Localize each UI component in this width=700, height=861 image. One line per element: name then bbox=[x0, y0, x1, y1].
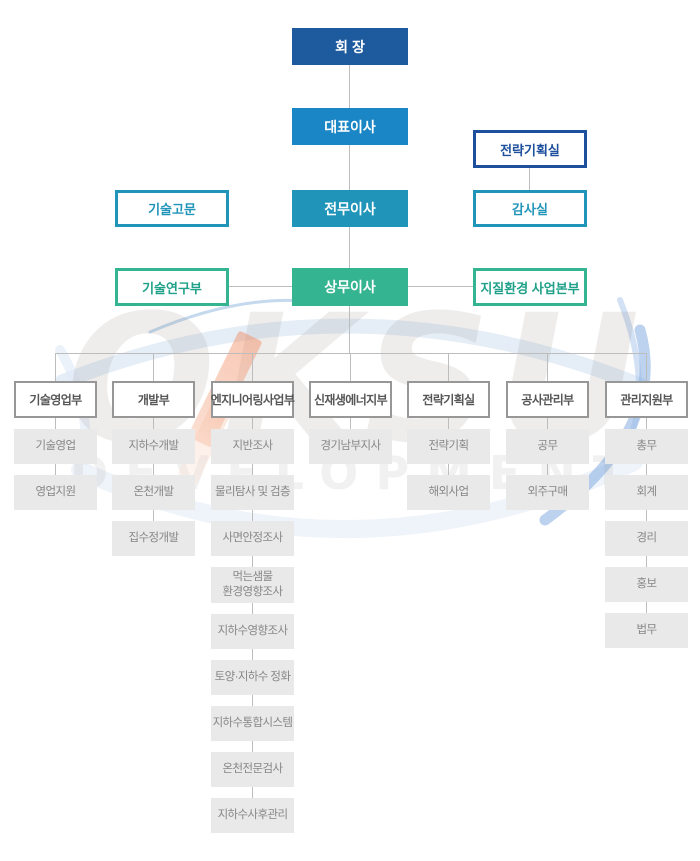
unit-box: 먹는샘물 환경영향조사 bbox=[211, 567, 294, 603]
dept-header: 기술영업부 bbox=[14, 381, 97, 418]
unit-box: 지하수영향조사 bbox=[211, 613, 294, 649]
connector-unit bbox=[448, 464, 449, 475]
node-strategic-planning-office: 전략기획실 bbox=[473, 130, 587, 168]
connector-drop bbox=[547, 353, 548, 381]
connector-ceo-exec bbox=[349, 145, 350, 190]
connector-rail bbox=[55, 353, 647, 354]
connector-unit bbox=[55, 464, 56, 475]
connector-unit bbox=[252, 602, 253, 614]
unit-box: 온천개발 bbox=[112, 475, 195, 510]
dept-header: 개발부 bbox=[112, 381, 195, 418]
node-audit-office: 감사실 bbox=[473, 190, 587, 227]
node-executive-director: 전무이사 bbox=[292, 190, 408, 227]
unit-box: 물리탐사 및 검층 bbox=[211, 475, 294, 510]
connector-managing-rail bbox=[349, 306, 350, 353]
node-geo-environment-hq: 지질환경 사업본부 bbox=[473, 268, 587, 306]
unit-box: 토양·지하수 정화 bbox=[211, 659, 294, 695]
connector-unit bbox=[153, 418, 154, 429]
connector-unit bbox=[646, 602, 647, 613]
connector-unit bbox=[153, 464, 154, 475]
node-technical-advisor: 기술고문 bbox=[115, 190, 229, 227]
connector-drop bbox=[350, 353, 351, 381]
connector-unit bbox=[252, 786, 253, 798]
connector-unit bbox=[252, 694, 253, 706]
unit-box: 전략기획 bbox=[407, 429, 490, 464]
connector-managing-geoenv bbox=[408, 286, 473, 287]
node-technical-research-dept: 기술연구부 bbox=[115, 268, 229, 306]
unit-box: 해외사업 bbox=[407, 475, 490, 510]
unit-box: 경리 bbox=[605, 521, 688, 556]
node-chairman: 회 장 bbox=[292, 28, 408, 65]
unit-box: 온천전문검사 bbox=[211, 751, 294, 787]
unit-box: 기술영업 bbox=[14, 429, 97, 464]
connector-unit bbox=[55, 418, 56, 429]
dept-header: 전략기획실 bbox=[407, 381, 490, 418]
dept-header: 엔지니어링사업부 bbox=[211, 381, 295, 418]
unit-box: 지반조사 bbox=[211, 429, 294, 464]
connector-strategic-audit bbox=[529, 168, 530, 190]
unit-box: 홍보 bbox=[605, 567, 688, 602]
node-managing-director: 상무이사 bbox=[292, 268, 408, 306]
dept-header: 공사관리부 bbox=[506, 381, 589, 418]
unit-box: 지하수통합시스템 bbox=[211, 705, 294, 741]
connector-unit bbox=[252, 556, 253, 567]
connector-drop bbox=[448, 353, 449, 381]
connector-unit bbox=[646, 418, 647, 429]
connector-research-managing bbox=[229, 286, 292, 287]
node-ceo: 대표이사 bbox=[292, 108, 408, 145]
connector-unit bbox=[153, 510, 154, 521]
unit-box: 총무 bbox=[605, 429, 688, 464]
connector-drop bbox=[55, 353, 56, 381]
connector-unit bbox=[350, 418, 351, 429]
connector-unit bbox=[547, 464, 548, 475]
connector-unit bbox=[646, 510, 647, 521]
unit-box: 사면안정조사 bbox=[211, 521, 294, 556]
connector-unit bbox=[252, 464, 253, 475]
unit-box: 지하수개발 bbox=[112, 429, 195, 464]
connector-drop bbox=[646, 353, 647, 381]
connector-unit bbox=[646, 464, 647, 475]
connector-unit bbox=[547, 418, 548, 429]
connector-unit bbox=[252, 510, 253, 521]
unit-box: 법무 bbox=[605, 613, 688, 648]
connector-unit bbox=[448, 418, 449, 429]
connector-drop bbox=[252, 353, 253, 381]
dept-header: 신재생에너지부 bbox=[309, 381, 392, 418]
unit-box: 집수정개발 bbox=[112, 521, 195, 556]
unit-box: 외주구매 bbox=[506, 475, 589, 510]
connector-drop bbox=[153, 353, 154, 381]
connector-unit bbox=[252, 648, 253, 660]
connector-chairman-ceo bbox=[349, 65, 350, 108]
unit-box: 공무 bbox=[506, 429, 589, 464]
connector-unit bbox=[646, 556, 647, 567]
connector-unit bbox=[252, 740, 253, 752]
connector-exec-managing bbox=[349, 227, 350, 268]
dept-header: 관리지원부 bbox=[605, 381, 688, 418]
connector-unit bbox=[252, 418, 253, 429]
unit-box: 지하수사후관리 bbox=[211, 797, 294, 833]
unit-box: 경기남부지사 bbox=[309, 429, 392, 464]
unit-box: 회계 bbox=[605, 475, 688, 510]
unit-box: 영업지원 bbox=[14, 475, 97, 510]
